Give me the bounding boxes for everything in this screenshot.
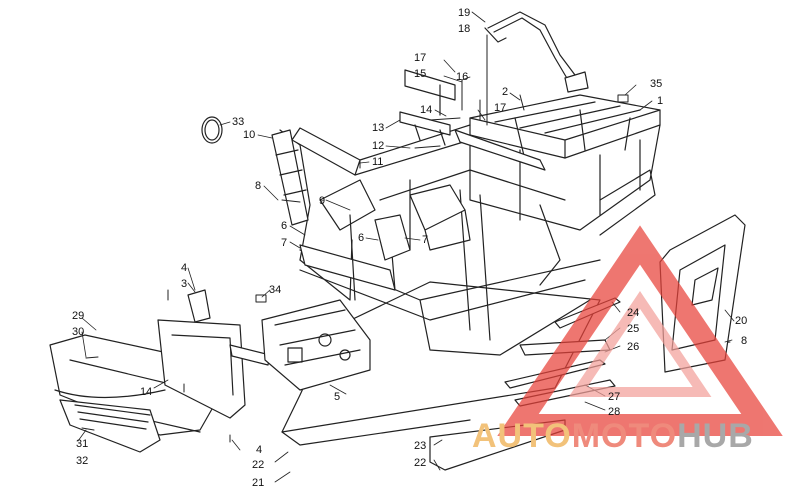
callout-8b: 8	[741, 335, 748, 347]
callout-14b: 14	[140, 386, 153, 398]
callout-4b: 4	[256, 444, 263, 456]
front-differential	[261, 299, 371, 391]
callout-5: 5	[334, 391, 341, 403]
callout-29: 29	[72, 310, 85, 322]
callout-17: 17	[414, 52, 427, 64]
callout-30: 30	[72, 326, 85, 338]
callout-25: 25	[627, 323, 640, 335]
callout-18: 18	[458, 23, 471, 35]
callout-27: 27	[608, 391, 621, 403]
callout-33: 33	[232, 116, 245, 128]
watermark-text: AUTOMOTOHUB	[472, 417, 754, 456]
upper-bracket	[399, 69, 546, 171]
watermark-part-hub: HUB	[677, 417, 754, 455]
callout-12: 12	[372, 140, 385, 152]
skid-plate-rear	[281, 281, 601, 471]
callout-23: 23	[414, 440, 427, 452]
callout-28: 28	[608, 406, 621, 418]
callout-7b: 7	[422, 234, 429, 246]
callout-8: 8	[255, 180, 262, 192]
callout-9: 9	[319, 195, 326, 207]
roll-bar	[484, 11, 589, 93]
callout-14: 14	[420, 104, 433, 116]
callout-22: 22	[252, 459, 265, 471]
callout-20: 20	[735, 315, 748, 327]
callout-21: 21	[252, 477, 265, 489]
callout-16: 16	[456, 71, 469, 83]
callout-31: 31	[76, 438, 89, 450]
watermark-triangle	[497, 225, 783, 436]
callout-1: 1	[657, 95, 664, 107]
callout-7: 7	[281, 237, 288, 249]
clamp-ring	[201, 116, 223, 144]
callout-13: 13	[372, 122, 385, 134]
callout-35: 35	[650, 78, 663, 90]
front-support	[271, 129, 309, 226]
callout-19: 19	[458, 7, 471, 19]
callout-17b: 17	[494, 102, 507, 114]
callout-26: 26	[627, 341, 640, 353]
callout-34: 34	[269, 284, 282, 296]
callout-4: 4	[181, 262, 188, 274]
callout-6b: 6	[358, 232, 365, 244]
fasteners	[81, 34, 731, 443]
callout-11: 11	[372, 156, 384, 168]
grill-guard	[59, 399, 161, 453]
callout-32: 32	[76, 455, 89, 467]
callout-3: 3	[181, 278, 188, 290]
callout-2: 2	[502, 86, 509, 98]
callout-6: 6	[281, 220, 288, 232]
front-mount	[157, 289, 271, 419]
callout-22b: 22	[414, 457, 427, 469]
watermark-part-moto: MOTO	[571, 417, 678, 455]
callout-24: 24	[627, 307, 640, 319]
main-frame	[279, 94, 661, 356]
callout-15: 15	[414, 68, 427, 80]
watermark-part-auto: AUTO	[472, 417, 572, 455]
callout-10: 10	[243, 129, 256, 141]
